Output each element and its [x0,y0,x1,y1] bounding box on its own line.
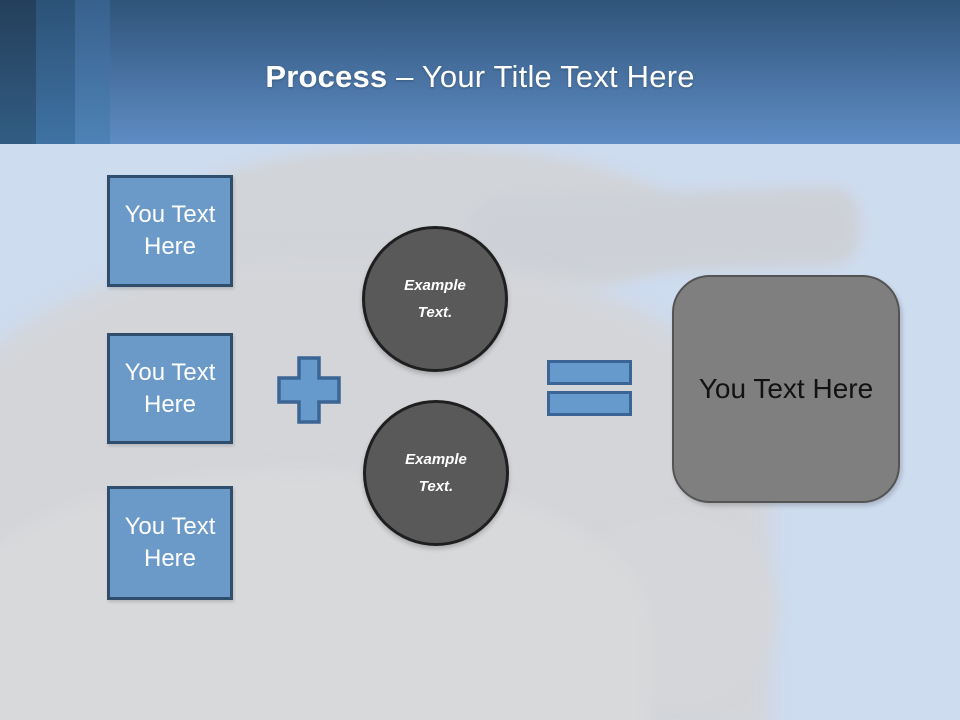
banner-stripe-medium [36,0,75,144]
example-circle-2-label: Example Text. [405,451,467,495]
title-keyword: Process [265,59,388,94]
process-box-3-label: You Text Here [124,513,216,572]
slide-title: Process – Your Title Text Here [0,0,960,144]
process-box-2-label: You Text Here [124,358,216,418]
equals-bar-top [547,360,632,385]
banner-stripe-light [75,0,110,144]
plus-icon[interactable] [277,356,341,424]
equals-bar-bottom [547,391,632,416]
process-box-3[interactable]: You Text Here [107,486,233,600]
example-circle-1-label: Example Text. [404,277,466,321]
statue-hat-brim-shape [468,185,862,279]
process-box-1-label: You Text Here [124,201,216,260]
result-box[interactable]: You Text Here [672,275,900,503]
title-subtitle: – Your Title Text Here [387,59,695,94]
process-box-2[interactable]: You Text Here [107,333,233,444]
example-circle-2[interactable]: Example Text. [363,400,509,546]
equals-icon[interactable] [547,360,632,416]
banner-stripe-dark [0,0,36,144]
title-banner: Process – Your Title Text Here [0,0,960,144]
result-box-label: You Text Here [698,373,874,404]
example-circle-1[interactable]: Example Text. [362,226,508,372]
process-box-1[interactable]: You Text Here [107,175,233,287]
